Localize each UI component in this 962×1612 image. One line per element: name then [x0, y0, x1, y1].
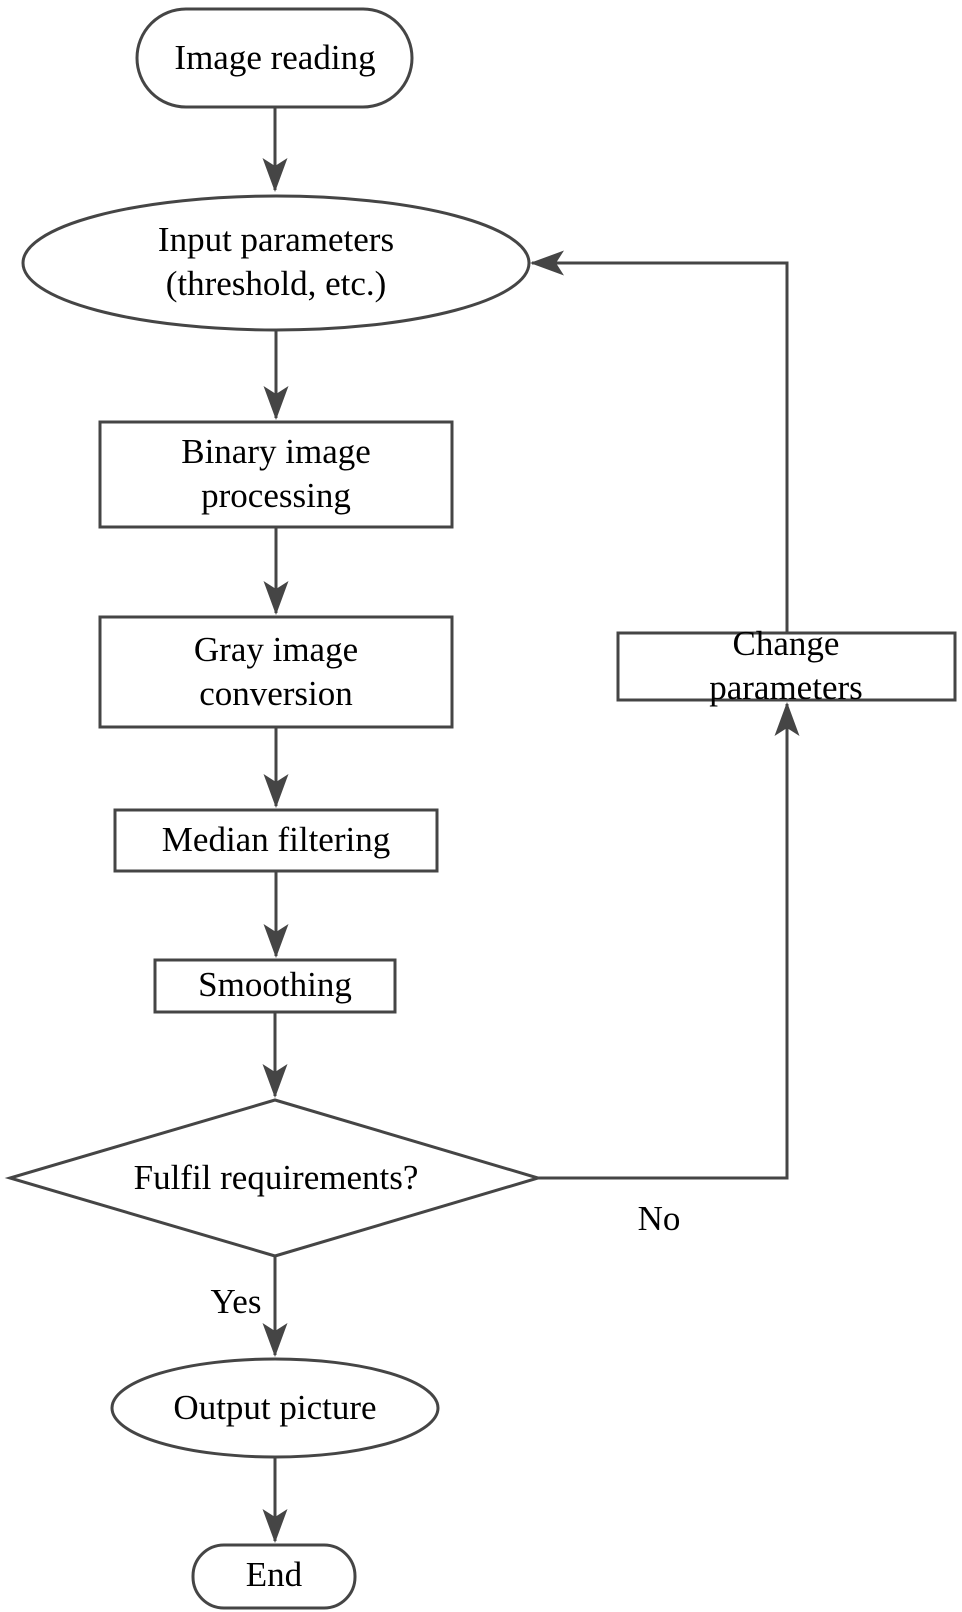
node-output-picture-shape	[110, 1357, 440, 1459]
node-fulfil-requirements-shape	[4, 1098, 544, 1258]
node-input-parameters-shape	[21, 194, 531, 332]
node-end-shape	[191, 1543, 357, 1610]
arrow-decision-no-to-change-parameters	[538, 702, 800, 1180]
node-gray-image-conversion-shape	[98, 615, 454, 729]
node-change-parameters-shape	[616, 631, 957, 702]
node-binary-image-processing-shape	[98, 420, 454, 529]
node-smoothing-shape	[153, 958, 397, 1014]
node-median-filtering-shape	[113, 808, 439, 873]
arrow-change-parameters-to-input-parameters	[530, 250, 789, 633]
node-image-reading-shape	[135, 7, 414, 109]
